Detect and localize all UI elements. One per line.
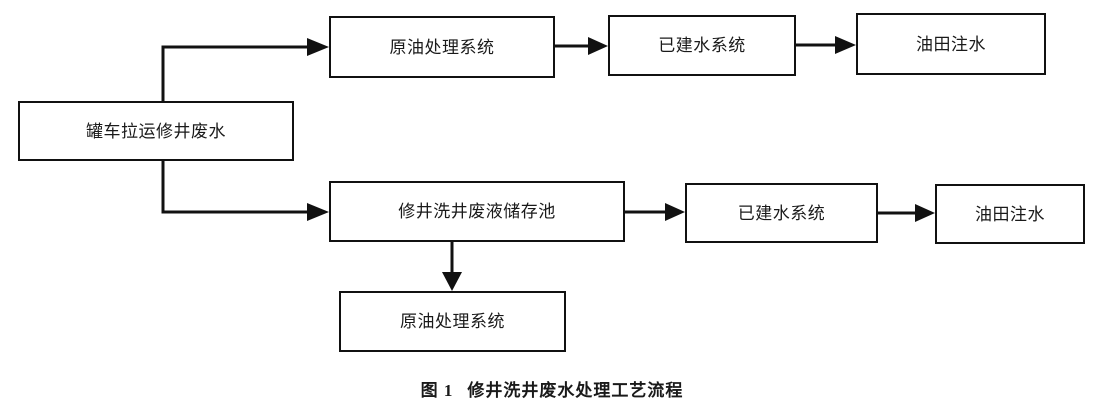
node-oil-treatment-top-label: 原油处理系统 bbox=[389, 37, 495, 57]
connector-oil-top-to-water-top bbox=[555, 37, 608, 55]
figure-caption: 图 1 修井洗井废水处理工艺流程 bbox=[0, 376, 1104, 401]
connector-storage-to-oil-bottom bbox=[442, 242, 462, 291]
node-waste-storage-pond[interactable]: 修井洗井废液储存池 bbox=[329, 181, 625, 242]
arrowhead-icon bbox=[588, 37, 608, 55]
arrowhead-icon bbox=[307, 203, 329, 221]
node-water-system-top[interactable]: 已建水系统 bbox=[608, 15, 796, 76]
node-source[interactable]: 罐车拉运修井废水 bbox=[18, 101, 294, 161]
node-oilfield-injection-mid[interactable]: 油田注水 bbox=[935, 184, 1085, 244]
node-source-label: 罐车拉运修井废水 bbox=[86, 121, 226, 141]
node-oil-treatment-top[interactable]: 原油处理系统 bbox=[329, 16, 555, 78]
node-oilfield-injection-mid-label: 油田注水 bbox=[975, 204, 1045, 224]
node-water-system-mid-label: 已建水系统 bbox=[737, 203, 826, 223]
node-oilfield-injection-top[interactable]: 油田注水 bbox=[856, 13, 1046, 75]
arrowhead-icon bbox=[307, 38, 329, 56]
arrowhead-icon bbox=[915, 204, 935, 222]
figure-caption-title: 修井洗井废水处理工艺流程 bbox=[467, 381, 684, 400]
arrowhead-icon bbox=[835, 36, 856, 54]
connector-source-to-oil-top bbox=[161, 38, 329, 101]
node-water-system-mid[interactable]: 已建水系统 bbox=[685, 183, 878, 243]
arrowhead-icon bbox=[442, 272, 462, 291]
node-waste-storage-pond-label: 修井洗井废液储存池 bbox=[398, 202, 556, 221]
arrowhead-icon bbox=[665, 203, 685, 221]
node-water-system-top-label: 已建水系统 bbox=[658, 36, 746, 55]
node-oil-treatment-bottom[interactable]: 原油处理系统 bbox=[339, 291, 566, 352]
figure-caption-number: 图 1 bbox=[420, 381, 454, 400]
node-oil-treatment-bottom-label: 原油处理系统 bbox=[400, 312, 505, 331]
connector-water-top-to-inject-top bbox=[796, 36, 856, 54]
connector-source-to-storage bbox=[161, 161, 329, 221]
node-oilfield-injection-top-label: 油田注水 bbox=[916, 34, 986, 54]
connector-storage-to-water-mid bbox=[625, 203, 685, 221]
connector-water-mid-to-inject-mid bbox=[878, 204, 935, 222]
